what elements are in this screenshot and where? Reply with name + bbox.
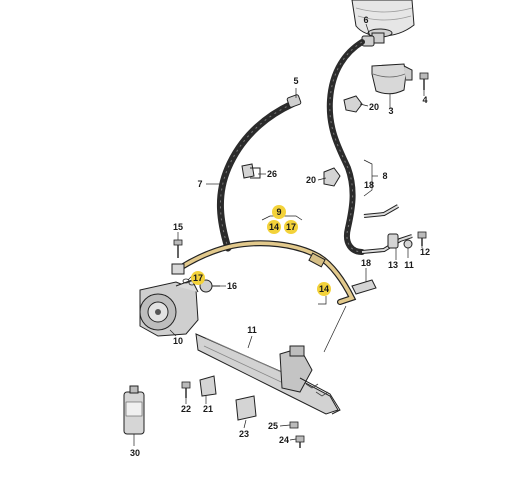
callout-4: 4	[422, 95, 427, 105]
callout-23: 23	[239, 429, 249, 439]
fluid-reservoir	[351, 0, 415, 44]
leader-lines	[133, 23, 425, 446]
callout-20b: 20	[306, 175, 316, 185]
callout-30: 30	[130, 448, 140, 458]
callout-8: 8	[382, 171, 387, 181]
callout-11a: 11	[404, 260, 414, 270]
hose-clamp-5	[286, 94, 302, 108]
highlight-badges	[191, 205, 331, 296]
callout-13a: 13	[388, 260, 398, 270]
bolt-22	[181, 381, 191, 398]
callout-labels: 6 5 4 3 20 26 7 20 8 18 9 14 17 15 17 16…	[130, 15, 430, 458]
suction-hose-7	[217, 100, 296, 252]
union-bolt-16	[199, 279, 220, 293]
callout-24: 24	[279, 435, 289, 445]
callout-14a: 14	[269, 222, 279, 232]
steering-rack	[195, 333, 341, 415]
callout-18b: 18	[361, 258, 371, 268]
callout-26: 26	[267, 169, 277, 179]
reservoir-bracket	[371, 63, 413, 95]
callout-14b: 14	[319, 284, 329, 294]
bolt-12	[417, 231, 427, 246]
callout-3: 3	[388, 106, 393, 116]
clip-26	[241, 163, 261, 179]
callout-18a: 18	[364, 180, 374, 190]
bolt-4	[419, 72, 429, 90]
callout-22: 22	[181, 404, 191, 414]
power-steering-pump	[139, 263, 199, 337]
fitting-18	[351, 279, 377, 295]
callout-20a: 20	[369, 102, 379, 112]
bolt-25	[289, 421, 299, 429]
pressure-line-9	[177, 240, 357, 305]
callout-15: 15	[173, 222, 183, 232]
callout-17b: 17	[193, 273, 203, 283]
callout-11b: 11	[247, 325, 257, 335]
callout-25: 25	[268, 421, 278, 431]
callout-7: 7	[197, 179, 202, 189]
bracket-20-upper	[343, 95, 363, 113]
callout-16: 16	[227, 281, 237, 291]
bolt-15	[173, 239, 183, 258]
callout-5: 5	[293, 76, 298, 86]
bracket-20-lower	[323, 167, 341, 187]
callout-12: 12	[420, 247, 430, 257]
callout-6: 6	[363, 15, 368, 25]
clamp-23	[235, 395, 257, 421]
callout-10: 10	[173, 336, 183, 346]
fluid-bottle	[123, 385, 145, 435]
callout-9: 9	[276, 207, 281, 217]
return-hose	[326, 39, 365, 255]
callout-21: 21	[203, 404, 213, 414]
callout-17a: 17	[286, 222, 296, 232]
bracket-21	[199, 375, 217, 397]
bolt-24	[295, 435, 305, 448]
